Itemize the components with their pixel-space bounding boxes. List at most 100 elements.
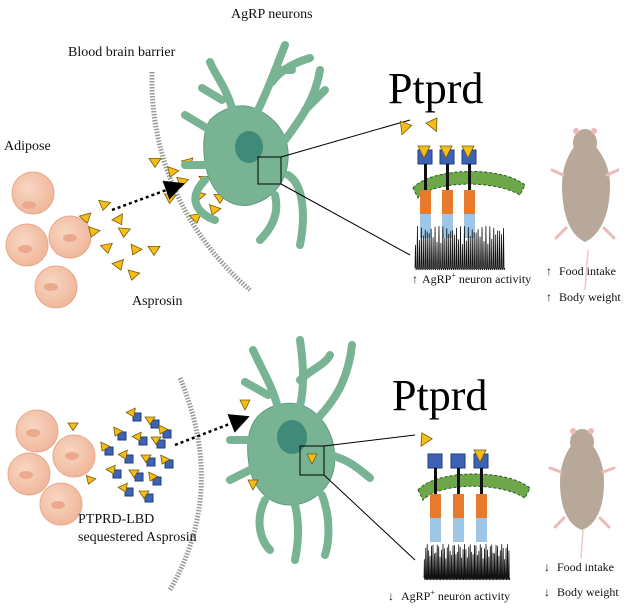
ptprd-label: Ptprd bbox=[392, 371, 487, 420]
adipose-label: Adipose bbox=[4, 139, 51, 154]
action-potential-trace bbox=[423, 543, 511, 581]
zoom-line bbox=[323, 474, 416, 561]
ptprd-lbd bbox=[124, 454, 134, 464]
top-panel: AgRP neurons Blood brain barrier Adipose… bbox=[4, 7, 621, 309]
food-arrow-down: ↓ bbox=[544, 560, 550, 574]
asprosin-molecule bbox=[117, 227, 132, 239]
adipocyte-nucleus bbox=[51, 501, 65, 509]
asprosin-molecule bbox=[138, 490, 150, 500]
food-intake-label: Food intake bbox=[559, 264, 616, 278]
blood-brain-barrier-label: Blood brain barrier bbox=[68, 45, 176, 60]
receptor-complex bbox=[399, 117, 526, 238]
food-arrow-up: ↑ bbox=[546, 264, 552, 278]
adipocyte-nucleus bbox=[65, 452, 79, 460]
asprosin-molecule bbox=[117, 482, 128, 493]
agrp-neuron bbox=[181, 41, 329, 249]
asprosin-molecule bbox=[144, 416, 156, 426]
ptprd-lbd bbox=[132, 412, 142, 422]
asprosin-molecule bbox=[158, 424, 169, 435]
ptprd-lbd bbox=[144, 493, 154, 503]
lbd-label-line1: PTPRD-LBD bbox=[78, 512, 154, 527]
asprosin-molecule bbox=[111, 258, 124, 271]
asprosin-molecule bbox=[117, 449, 128, 460]
receptor bbox=[473, 453, 489, 542]
zoom-line bbox=[280, 119, 411, 158]
zoom-line bbox=[323, 434, 416, 447]
asprosin-molecule bbox=[67, 422, 79, 432]
asprosin-molecule bbox=[105, 464, 116, 475]
adipocyte bbox=[11, 171, 55, 215]
asprosin-molecule bbox=[100, 441, 111, 452]
ptprd-lbd bbox=[150, 419, 160, 429]
neuron-nucleus bbox=[235, 131, 263, 163]
asprosin-molecule bbox=[88, 225, 101, 238]
asprosin-molecule bbox=[99, 242, 113, 255]
action-potential-trace bbox=[414, 225, 506, 271]
mouse-illustration bbox=[550, 128, 620, 291]
asprosin-molecule bbox=[160, 454, 171, 465]
food-intake-label: Food intake bbox=[557, 560, 614, 574]
sequestered-asprosin bbox=[67, 407, 174, 503]
receptor bbox=[427, 453, 443, 542]
receptor bbox=[417, 149, 433, 238]
bottom-panel: PTPRD-LBD sequestered Asprosin Ptprd bbox=[7, 336, 619, 603]
ptprd-lbd bbox=[112, 469, 122, 479]
receptor bbox=[450, 453, 466, 542]
asprosin-molecule bbox=[125, 407, 136, 418]
weight-arrow-up: ↑ bbox=[546, 290, 552, 304]
receptor bbox=[461, 149, 477, 238]
zoom-box bbox=[257, 156, 282, 185]
adipocytes bbox=[5, 171, 92, 309]
ptprd-lbd bbox=[134, 472, 144, 482]
cell-membrane bbox=[417, 473, 531, 501]
asprosin-molecule bbox=[239, 399, 251, 411]
asprosin-molecule bbox=[128, 469, 140, 479]
adipocyte-nucleus bbox=[26, 429, 40, 437]
activity-label: AgRP+ neuron activity bbox=[401, 588, 510, 603]
ptprd-lbd bbox=[124, 487, 134, 497]
adipocyte-nucleus bbox=[18, 245, 32, 253]
activity-arrow-up: ↑ bbox=[412, 272, 418, 286]
mouse-illustration bbox=[548, 428, 616, 559]
blood-brain-barrier bbox=[167, 377, 204, 592]
asprosin-molecule bbox=[113, 426, 124, 437]
asprosin-molecule bbox=[163, 193, 178, 205]
neuron-nucleus bbox=[277, 420, 307, 454]
zoom-line bbox=[280, 183, 411, 256]
agrp-neurons-label: AgRP neurons bbox=[231, 7, 313, 22]
adipocytes bbox=[7, 409, 96, 526]
asprosin-molecule bbox=[127, 269, 141, 281]
body-weight-label: Body weight bbox=[559, 290, 621, 304]
asprosin-molecule bbox=[98, 199, 112, 212]
asprosin-molecule bbox=[111, 213, 123, 226]
lbd-label-line2: sequestered Asprosin bbox=[78, 530, 197, 545]
cell-membrane bbox=[412, 171, 526, 199]
blood-brain-barrier bbox=[149, 71, 252, 292]
transport-arrow bbox=[174, 414, 250, 447]
asprosin-molecule bbox=[148, 158, 162, 169]
adipocyte bbox=[5, 223, 49, 267]
ptprd-lbd bbox=[138, 436, 148, 446]
asprosin-molecule bbox=[247, 479, 259, 491]
asprosin-molecule bbox=[78, 212, 92, 224]
adipocyte-nucleus bbox=[19, 471, 33, 479]
activity-arrow-down: ↓ bbox=[388, 589, 394, 603]
adipocyte-nucleus bbox=[22, 201, 36, 209]
asprosin-molecule bbox=[150, 436, 162, 446]
adipocyte-nucleus bbox=[44, 283, 58, 291]
asprosin-molecule bbox=[148, 471, 159, 482]
asprosin-molecule bbox=[131, 431, 142, 442]
ptprd-label: Ptprd bbox=[388, 64, 483, 113]
asprosin-label: Asprosin bbox=[132, 294, 183, 309]
receptor-complex bbox=[417, 432, 531, 542]
ptprd-lbd bbox=[146, 457, 156, 467]
adipocyte-nucleus bbox=[63, 234, 77, 242]
asprosin-molecule bbox=[188, 212, 202, 225]
asprosin-molecule bbox=[130, 243, 143, 256]
asprosin-molecule bbox=[209, 203, 222, 216]
asprosin-molecule bbox=[176, 176, 190, 189]
agrp-neuron bbox=[226, 336, 374, 564]
zoom-box bbox=[299, 445, 325, 476]
weight-arrow-down: ↓ bbox=[544, 585, 550, 599]
activity-label: AgRP+ neuron activity bbox=[422, 271, 531, 286]
